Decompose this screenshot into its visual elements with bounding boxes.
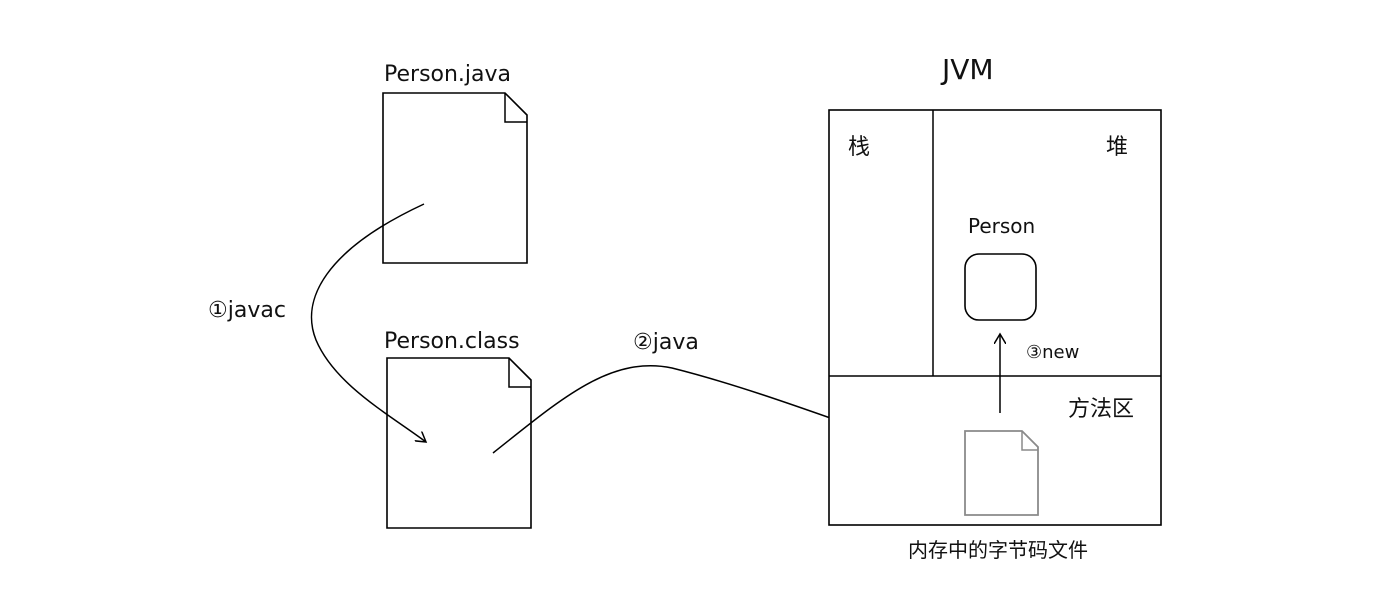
method-area-label: 方法区 <box>1068 397 1134 422</box>
instantiate-step-label: ③new <box>1026 342 1079 363</box>
source-file-label: Person.java <box>384 62 511 87</box>
person-object <box>964 253 1037 321</box>
stack-label: 栈 <box>848 135 870 160</box>
source-file-icon <box>382 92 528 264</box>
class-file-label: Person.class <box>384 329 520 354</box>
heap-label: 堆 <box>1106 135 1128 160</box>
bytecode-file-icon <box>964 430 1039 516</box>
bytecode-caption: 内存中的字节码文件 <box>908 538 1088 562</box>
object-label: Person <box>968 214 1035 238</box>
compile-arrow <box>310 203 426 442</box>
compile-step-label: ①javac <box>208 298 286 323</box>
jvm-title: JVM <box>940 53 994 86</box>
class-file-icon <box>386 357 532 529</box>
run-step-label: ②java <box>633 330 699 355</box>
